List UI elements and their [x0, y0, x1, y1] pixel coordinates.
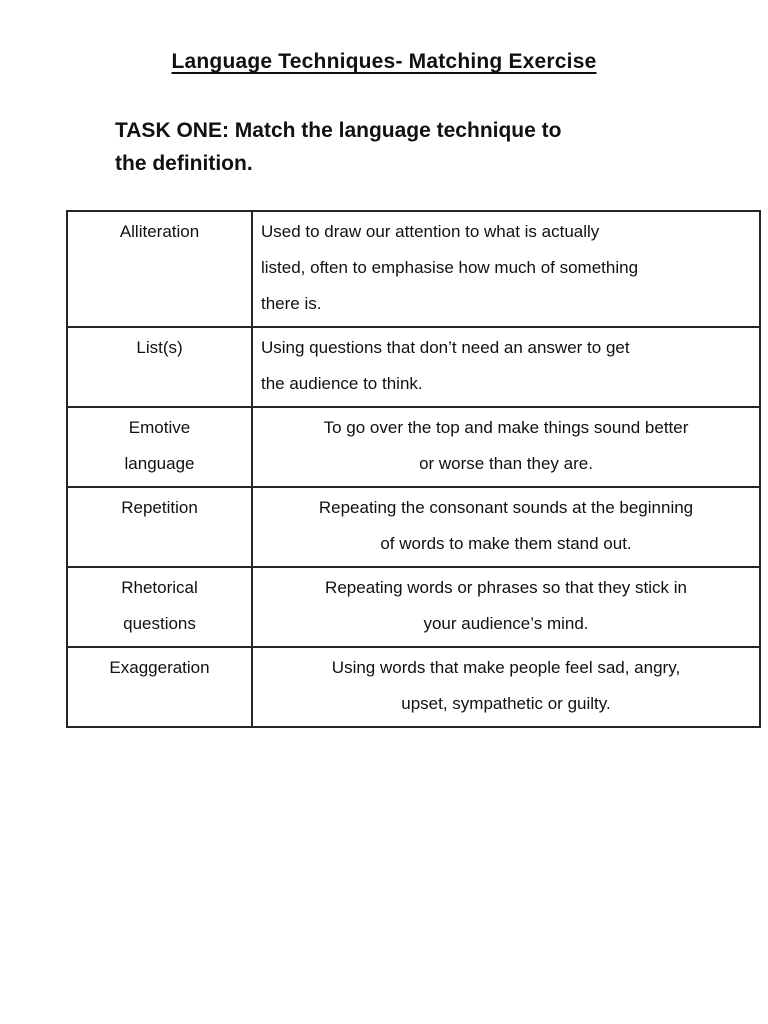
technique-cell: List(s) [66, 326, 253, 408]
matching-table-body: Alliteration Used to draw our attention … [66, 210, 761, 728]
definition-cell: Repeating the consonant sounds at the be… [251, 486, 761, 568]
table-row: Exaggeration Using words that make peopl… [66, 646, 761, 728]
page-title: Language Techniques- Matching Exercise [0, 0, 768, 74]
table-row: List(s) Using questions that don’t need … [66, 326, 761, 408]
table-row: Repetition Repeating the consonant sound… [66, 486, 761, 568]
table-row: Rhetorical questions Repeating words or … [66, 566, 761, 648]
table-row: Alliteration Used to draw our attention … [66, 210, 761, 328]
technique-cell: Exaggeration [66, 646, 253, 728]
technique-cell: Rhetorical questions [66, 566, 253, 648]
definition-cell: Repeating words or phrases so that they … [251, 566, 761, 648]
technique-cell: Alliteration [66, 210, 253, 328]
definition-cell: To go over the top and make things sound… [251, 406, 761, 488]
matching-table: Alliteration Used to draw our attention … [66, 210, 761, 728]
page-title-text: Language Techniques- Matching Exercise [171, 50, 597, 73]
technique-cell: Emotive language [66, 406, 253, 488]
task-heading: TASK ONE: Match the language technique t… [115, 119, 562, 175]
definition-cell: Using words that make people feel sad, a… [251, 646, 761, 728]
table-row: Emotive language To go over the top and … [66, 406, 761, 488]
definition-cell: Using questions that don’t need an answe… [251, 326, 761, 408]
definition-cell: Used to draw our attention to what is ac… [251, 210, 761, 328]
technique-cell: Repetition [66, 486, 253, 568]
